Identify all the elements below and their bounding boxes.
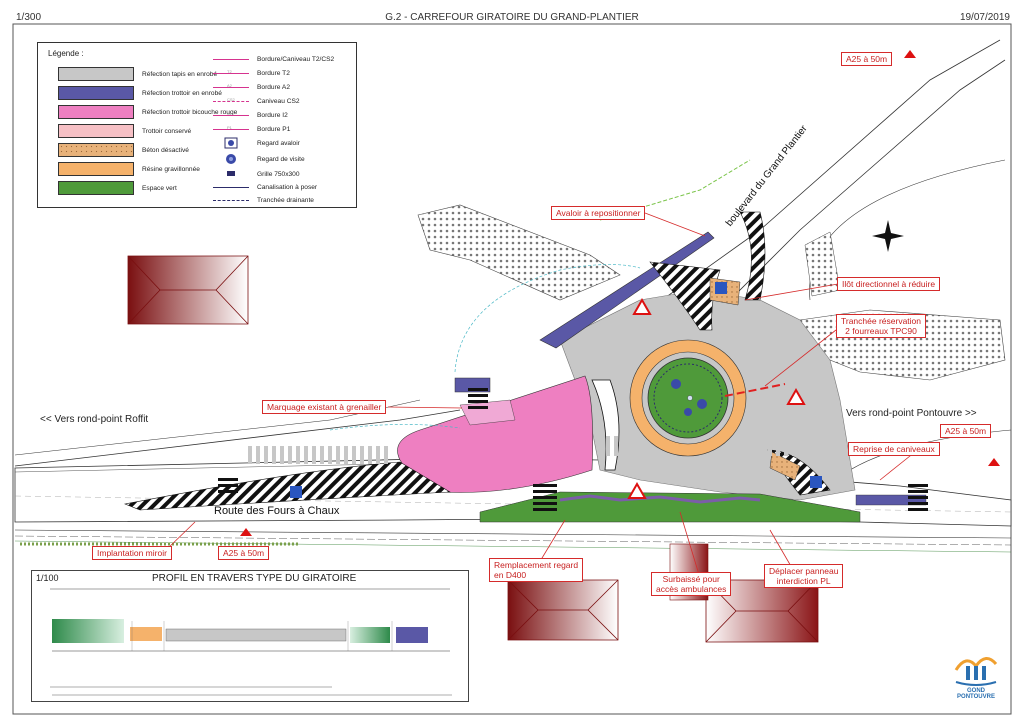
legend-swatch: [58, 67, 134, 81]
legend-line-item: CS2 Caniveau CS2: [213, 95, 300, 107]
legend-label: Réfection trottoir en enrobé: [142, 89, 222, 97]
line-code: P1: [227, 124, 232, 130]
legend-label: Béton désactivé: [142, 146, 189, 154]
legend-line-item: A2 Bordure A2: [213, 81, 290, 93]
legend-label: Bordure T2: [257, 69, 290, 77]
line-sample: [213, 186, 249, 188]
legend-symbol-item: Grille 750x300: [213, 168, 300, 180]
legend-item: Réfection trottoir en enrobé: [58, 86, 222, 100]
grille-icon: [213, 171, 249, 177]
logo-line: PONTOUVRE: [957, 694, 995, 700]
legend: Légende : Réfection tapis en enrobé Réfe…: [37, 42, 357, 208]
line-sample: I2: [213, 111, 249, 116]
legend-label: Réfection trottoir bicouche rouge: [142, 108, 238, 116]
line-sample: P1: [213, 125, 249, 130]
callout-line: Tranchée réservation: [841, 316, 922, 326]
date-label: 19/07/2019: [959, 12, 1010, 23]
line-sample: CS2: [213, 97, 249, 102]
callout-a25-top: A25 à 50m: [841, 52, 893, 66]
legend-swatch: [58, 124, 134, 138]
legend-symbol-item: Canalisation à poser: [213, 181, 317, 193]
legend-line-item: Bordure/Caniveau T2/CS2: [213, 53, 334, 65]
legend-item: Trottoir conservé: [58, 124, 191, 138]
profile-scale: 1/100: [36, 573, 59, 583]
legend-label: Regard de visite: [257, 155, 305, 163]
line-sample: [213, 199, 249, 201]
legend-item: Béton désactivé: [58, 143, 189, 157]
label-vers-pontouvre: Vers rond-point Pontouvre >>: [846, 408, 977, 419]
legend-label: Espace vert: [142, 184, 177, 192]
callout-a25-bottom: A25 à 50m: [218, 546, 270, 560]
line-code: A2: [227, 82, 232, 88]
callout-line: Déplacer panneau: [769, 566, 839, 576]
cross-section-profile: 1/100 PROFIL EN TRAVERS TYPE DU GIRATOIR…: [31, 570, 469, 702]
legend-symbol-item: Tranchée drainante: [213, 194, 314, 206]
callout-a25-right: A25 à 50m: [940, 424, 992, 438]
line-code: CS2: [227, 96, 235, 102]
callout-line: 2 fourreaux TPC90: [845, 326, 917, 336]
callout-line: Remplacement regard: [494, 560, 579, 570]
legend-label: Bordure A2: [257, 83, 290, 91]
label-route-fours: Route des Fours à Chaux: [214, 505, 340, 517]
line-sample: [213, 58, 249, 60]
line-sample: A2: [213, 83, 249, 88]
callout-line: interdiction PL: [776, 576, 831, 586]
legend-symbol-item: Regard avaloir: [213, 137, 300, 149]
line-code: T2: [227, 68, 232, 74]
legend-label: Grille 750x300: [257, 170, 300, 178]
legend-label: Réfection tapis en enrobé: [142, 70, 218, 78]
regard-avaloir-icon: [213, 137, 249, 149]
logo-name: GOND PONTOUVRE: [952, 688, 1000, 700]
page-title: G.2 - CARREFOUR GIRATOIRE DU GRAND-PLANT…: [385, 12, 639, 23]
legend-line-item: T2 Bordure T2: [213, 67, 290, 79]
scale-label: 1/300: [16, 12, 42, 23]
profile-drawing: [50, 588, 452, 696]
callout-line: en D400: [494, 570, 527, 580]
legend-label: Bordure/Caniveau T2/CS2: [257, 55, 335, 63]
legend-item: Résine gravillonnée: [58, 162, 200, 176]
legend-item: Espace vert: [58, 181, 177, 195]
callout-avaloir: Avaloir à repositionner: [551, 206, 646, 220]
legend-swatch: [58, 181, 134, 195]
label-vers-roffit: << Vers rond-point Roffit: [40, 414, 149, 425]
callout-implantation: Implantation miroir: [92, 546, 172, 560]
line-sample: T2: [213, 69, 249, 74]
legend-item: Réfection trottoir bicouche rouge: [58, 105, 237, 119]
callout-deplacer: Déplacer panneau interdiction PL: [764, 564, 844, 588]
callout-surbaisse: Surbaissé pour accès ambulances: [651, 572, 732, 596]
logo-mark-icon: [954, 657, 998, 686]
legend-label: Canalisation à poser: [257, 183, 318, 191]
line-code: I2: [227, 110, 231, 116]
gond-pontouvre-logo: GOND PONTOUVRE: [952, 648, 1000, 700]
legend-label: Bordure P1: [257, 125, 291, 133]
legend-swatch: [58, 86, 134, 100]
callout-line: Surbaissé pour: [662, 574, 720, 584]
legend-label: Bordure I2: [257, 111, 288, 119]
regard-visite-icon: [213, 153, 249, 165]
legend-title: Légende :: [48, 49, 84, 58]
legend-label: Caniveau CS2: [257, 97, 300, 105]
legend-swatch: [58, 105, 134, 119]
callout-reprise: Reprise de caniveaux: [848, 442, 940, 456]
legend-swatch: [58, 162, 134, 176]
callout-marquage: Marquage existant à grenailler: [262, 400, 387, 414]
legend-label: Tranchée drainante: [257, 196, 314, 204]
legend-label: Résine gravillonnée: [142, 165, 200, 173]
legend-swatch: [58, 143, 134, 157]
profile-title: PROFIL EN TRAVERS TYPE DU GIRATOIRE: [152, 573, 357, 584]
logo-line: GOND: [967, 688, 985, 694]
legend-label: Regard avaloir: [257, 139, 300, 147]
callout-ilot: Ilôt directionnel à réduire: [837, 277, 941, 291]
callout-line: accès ambulances: [656, 584, 727, 594]
legend-line-item: I2 Bordure I2: [213, 109, 288, 121]
legend-item: Réfection tapis en enrobé: [58, 67, 217, 81]
legend-label: Trottoir conservé: [142, 127, 192, 135]
callout-tranchee: Tranchée réservation 2 fourreaux TPC90: [836, 314, 927, 338]
legend-line-item: P1 Bordure P1: [213, 123, 290, 135]
callout-remplacement: Remplacement regard en D400: [489, 558, 584, 582]
legend-symbol-item: Regard de visite: [213, 153, 305, 165]
